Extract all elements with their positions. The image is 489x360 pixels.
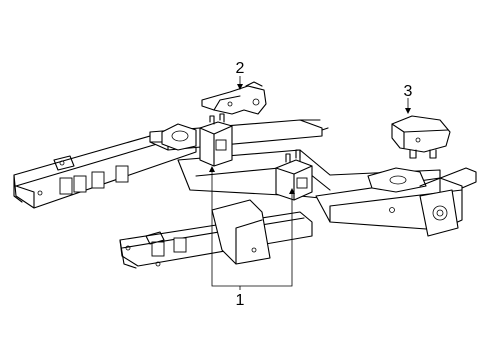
callout-leader-2 <box>237 76 243 90</box>
engine-mount-icon <box>199 113 233 167</box>
callout-leader-3 <box>405 98 411 114</box>
callout-label-2: 2 <box>236 60 245 77</box>
transmission-mount-icon <box>391 115 451 159</box>
engine-mount-icon <box>275 149 313 201</box>
mount-bracket-icon <box>201 81 267 115</box>
callout-label-1: 1 <box>236 292 245 309</box>
frame-assembly <box>13 119 477 269</box>
callout-label-3: 3 <box>404 83 413 100</box>
callout-leader-1 <box>209 166 295 290</box>
